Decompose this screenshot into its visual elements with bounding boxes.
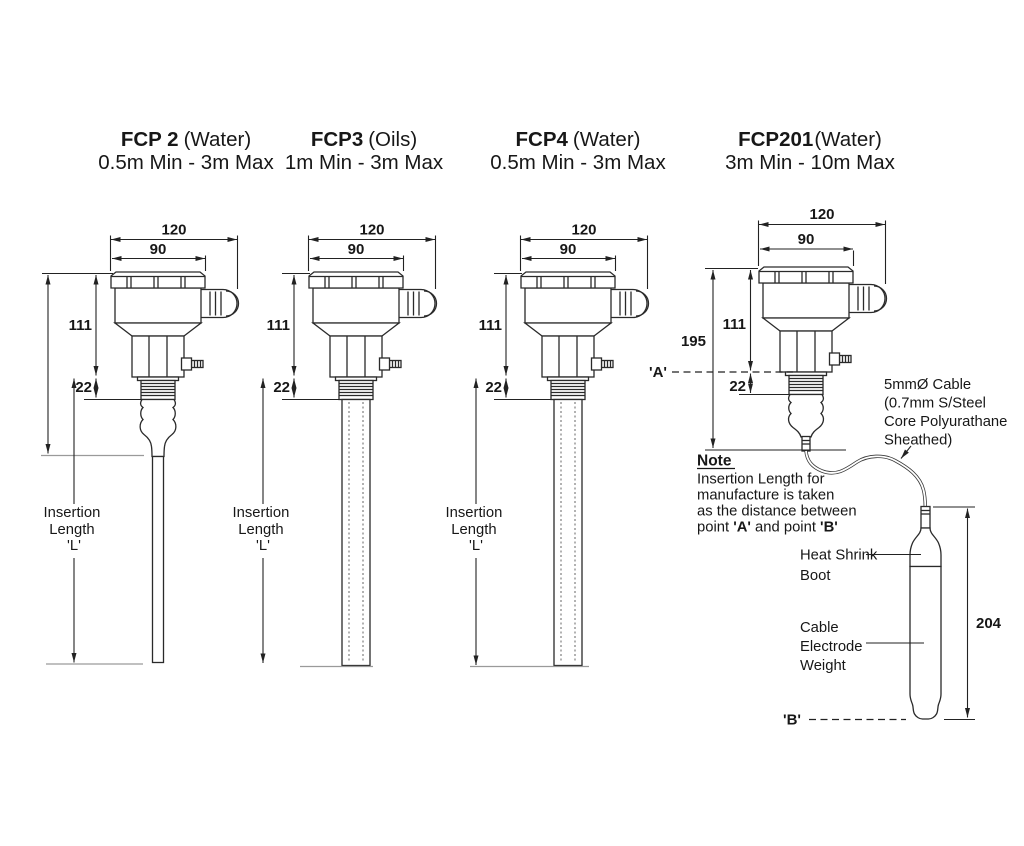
probe-fcp4: FCP4(Water) 0.5m Min - 3m Max 120 90 111… — [446, 128, 666, 668]
dim-insertion-length: Insertion Length 'L' — [233, 378, 294, 663]
svg-text:120: 120 — [809, 206, 834, 223]
probe-title: FCP3(Oils) — [311, 128, 417, 151]
dim-overall-width: 120 — [307, 222, 437, 289]
svg-text:111: 111 — [723, 316, 746, 333]
probe-title: FCP 2(Water) — [121, 128, 251, 151]
svg-text:22: 22 — [273, 379, 290, 396]
svg-text:111: 111 — [267, 317, 290, 334]
probe-boot — [787, 393, 825, 438]
dim-outer-height — [42, 272, 113, 454]
svg-text:120: 120 — [161, 222, 186, 239]
probe-fcp3: FCP3(Oils) 1m Min - 3m Max 120 90 111 22 — [233, 128, 444, 668]
svg-text:90: 90 — [150, 241, 167, 258]
svg-text:204: 204 — [976, 615, 1002, 632]
probe-range: 3m Min - 10m Max — [725, 151, 895, 174]
insertion-length-label: Insertion Length 'L' — [44, 505, 105, 554]
dim-head-height: 111 — [479, 272, 522, 376]
probe-head-drawing — [110, 271, 240, 401]
dim-cap-width: 90 — [760, 231, 855, 266]
heat-shrink-boot-label: Heat Shrink Boot — [800, 548, 881, 585]
probe-head-drawing — [308, 271, 438, 401]
point-a-marker: 'A' — [649, 364, 793, 381]
insertion-length-label: Insertion Length 'L' — [446, 505, 507, 554]
dim-head-height: 111 — [69, 275, 99, 376]
svg-text:120: 120 — [359, 222, 384, 239]
probe-title: FCP201(Water) — [738, 128, 882, 151]
svg-text:90: 90 — [560, 241, 577, 258]
probe-fcp2: FCP 2(Water) 0.5m Min - 3m Max 120 90 11… — [41, 128, 274, 665]
dim-overall-width: 120 — [109, 222, 239, 289]
svg-text:22: 22 — [485, 379, 502, 396]
note-line: Insertion Length for — [697, 472, 825, 488]
probe-tube — [553, 398, 583, 667]
dim-thread-length: 22 — [485, 378, 551, 401]
note-line: as the distance between — [697, 504, 857, 520]
dim-weight-height: 204 — [933, 506, 1002, 721]
dim-head-height: 111 — [267, 272, 310, 376]
probe-range: 0.5m Min - 3m Max — [98, 151, 274, 174]
svg-text:90: 90 — [798, 231, 815, 248]
probe-rod — [151, 455, 165, 664]
dim-cap-width: 90 — [112, 241, 207, 271]
dim-cap-width: 90 — [310, 241, 405, 271]
point-b-marker: 'B' — [783, 712, 906, 729]
note-line: manufacture is taken — [697, 488, 834, 504]
probe-range: 1m Min - 3m Max — [285, 151, 444, 174]
svg-text:22: 22 — [75, 379, 92, 396]
svg-text:111: 111 — [479, 317, 502, 334]
dim-cap-width: 90 — [522, 241, 617, 271]
probe-head-drawing — [758, 266, 888, 396]
probe-tube — [341, 398, 371, 667]
dim-thread-length: 22 — [75, 378, 141, 401]
probe-range: 0.5m Min - 3m Max — [490, 151, 666, 174]
svg-text:111: 111 — [69, 317, 92, 334]
cable-spec-arrow — [900, 445, 912, 459]
svg-text:'A': 'A' — [649, 364, 667, 381]
dim-overall-height: 195 — [681, 267, 846, 451]
probe-head-drawing — [520, 271, 650, 401]
dim-insertion-length: Insertion Length 'L' — [446, 378, 507, 665]
svg-text:120: 120 — [571, 222, 596, 239]
svg-text:195: 195 — [681, 333, 706, 350]
svg-text:22: 22 — [729, 378, 746, 395]
dim-overall-width: 120 — [519, 222, 649, 289]
cable-electrode-weight-label: Cable Electrode Weight — [800, 620, 867, 674]
svg-text:'B': 'B' — [783, 712, 801, 729]
cable-electrode-weight-drawing — [909, 505, 942, 720]
dim-thread-length: 22 — [729, 373, 790, 396]
note-line: point 'A' and point 'B' — [697, 520, 838, 536]
svg-text:90: 90 — [348, 241, 365, 258]
note-block: Note Insertion Length for manufacture is… — [697, 453, 857, 536]
probe-title: FCP4(Water) — [516, 128, 641, 151]
probe-boot — [139, 398, 177, 458]
dim-overall-width: 120 — [757, 206, 887, 284]
insertion-length-label: Insertion Length 'L' — [233, 505, 294, 554]
cable-spec-label: 5mmØ Cable (0.7mm S/Steel Core Polyurath… — [884, 377, 1012, 449]
probe-fcp201: FCP201(Water) 3m Min - 10m Max 120 90 19… — [649, 128, 1012, 729]
dim-insertion-length: Insertion Length 'L' — [44, 378, 105, 663]
note-title: Note — [697, 453, 732, 470]
dim-thread-length: 22 — [273, 378, 339, 401]
dim-head-height: 111 — [723, 270, 753, 371]
